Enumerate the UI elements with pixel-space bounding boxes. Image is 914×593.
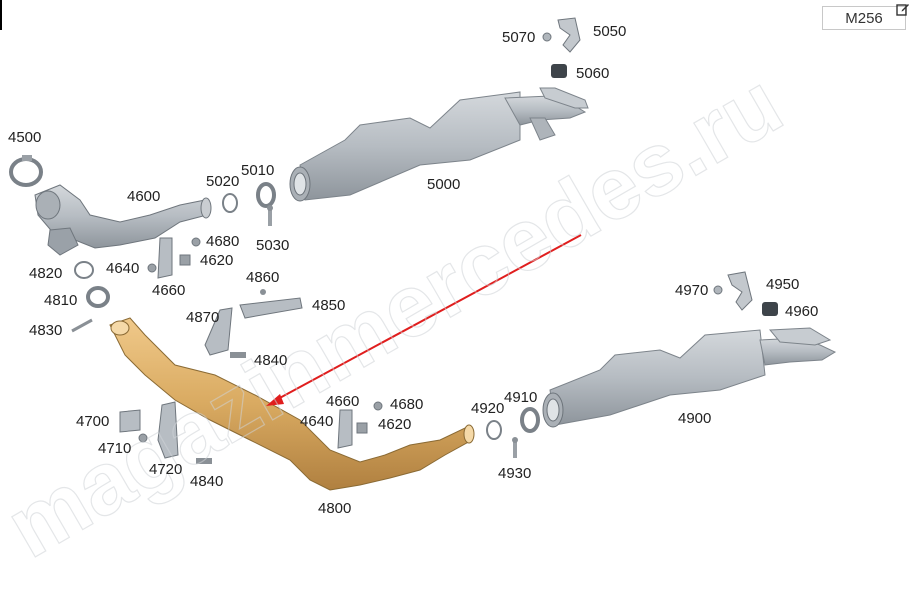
callout-5030[interactable]: 5030 [256, 237, 290, 254]
callout-4920[interactable]: 4920 [471, 400, 505, 417]
pointer-arrow [266, 234, 582, 406]
bolt-4930[interactable] [512, 437, 518, 458]
callout-4700[interactable]: 4700 [76, 413, 110, 430]
callout-5000[interactable]: 5000 [427, 176, 461, 193]
clamp-4810[interactable] [86, 286, 110, 308]
hanger-5050[interactable] [542, 17, 581, 53]
bracket-4850[interactable] [239, 297, 303, 319]
nut-4680-top[interactable] [191, 237, 201, 247]
callout-5070[interactable]: 5070 [502, 29, 536, 46]
clamp-5010[interactable] [256, 182, 276, 208]
rear-muffler-5000[interactable] [289, 87, 589, 202]
bolt-4860[interactable] [260, 289, 266, 295]
bolt-4830[interactable] [71, 318, 93, 333]
callout-4680-top[interactable]: 4680 [206, 233, 240, 250]
bracket-4660-bottom[interactable] [337, 409, 353, 449]
front-pipe-4600[interactable] [34, 184, 212, 256]
callout-4640-bottom[interactable]: 4640 [300, 413, 334, 430]
mount-4620-bottom[interactable] [356, 422, 368, 434]
gasket-4820[interactable] [74, 261, 94, 279]
rubber-mount-4960[interactable] [762, 302, 778, 316]
callout-4710[interactable]: 4710 [98, 440, 132, 457]
callout-4860[interactable]: 4860 [246, 269, 280, 286]
callout-4720[interactable]: 4720 [149, 461, 183, 478]
mount-4620-top[interactable] [179, 254, 191, 266]
nut-4640-top[interactable] [147, 263, 157, 273]
bolt-4840-top[interactable] [230, 352, 246, 358]
callout-4640-top[interactable]: 4640 [106, 260, 140, 277]
model-badge: M256 [822, 6, 906, 30]
callout-5060[interactable]: 5060 [576, 65, 610, 82]
edit-icon[interactable] [896, 2, 910, 16]
callout-4600[interactable]: 4600 [127, 188, 161, 205]
bracket-4660-top[interactable] [157, 237, 173, 279]
nut-4710[interactable] [138, 433, 148, 443]
nut-4680-bottom[interactable] [373, 401, 383, 411]
callout-4870[interactable]: 4870 [186, 309, 220, 326]
bolt-5030[interactable] [267, 205, 273, 226]
bracket-4870[interactable] [204, 307, 233, 356]
callout-4840-top[interactable]: 4840 [254, 352, 288, 369]
callout-4810[interactable]: 4810 [44, 292, 78, 309]
callout-5010[interactable]: 5010 [241, 162, 275, 179]
bolt-4840-bottom[interactable] [196, 458, 212, 464]
callout-4970[interactable]: 4970 [675, 282, 709, 299]
rubber-mount-5060[interactable] [551, 64, 567, 78]
callout-5050[interactable]: 5050 [593, 23, 627, 40]
clamp-4500[interactable] [9, 155, 43, 187]
callout-4930[interactable]: 4930 [498, 465, 532, 482]
callout-4900[interactable]: 4900 [678, 410, 712, 427]
callout-4800[interactable]: 4800 [318, 500, 352, 517]
callout-4680-bottom[interactable]: 4680 [390, 396, 424, 413]
callout-4620-top[interactable]: 4620 [200, 252, 234, 269]
callout-4850[interactable]: 4850 [312, 297, 346, 314]
callout-4820[interactable]: 4820 [29, 265, 63, 282]
callout-4830[interactable]: 4830 [29, 322, 63, 339]
rear-muffler-4900[interactable] [542, 327, 837, 428]
callout-4910[interactable]: 4910 [504, 389, 538, 406]
gasket-5020[interactable] [222, 193, 238, 213]
bracket-4700[interactable] [119, 409, 141, 433]
exhaust-pipe-4800[interactable] [109, 317, 475, 491]
callout-4620-bottom[interactable]: 4620 [378, 416, 412, 433]
left-edge-bar [0, 0, 2, 30]
callout-4840-bottom[interactable]: 4840 [190, 473, 224, 490]
watermark-text: magazinmercedes.ru [0, 53, 798, 576]
callout-4500[interactable]: 4500 [8, 129, 42, 146]
callout-4960[interactable]: 4960 [785, 303, 819, 320]
callout-5020[interactable]: 5020 [206, 173, 240, 190]
gasket-4920[interactable] [486, 420, 502, 440]
hanger-4950[interactable] [713, 271, 753, 311]
clamp-4910[interactable] [520, 407, 540, 433]
callout-4660-top[interactable]: 4660 [152, 282, 186, 299]
bracket-4720[interactable] [157, 401, 179, 459]
callout-4660-bottom[interactable]: 4660 [326, 393, 360, 410]
callout-4950[interactable]: 4950 [766, 276, 800, 293]
